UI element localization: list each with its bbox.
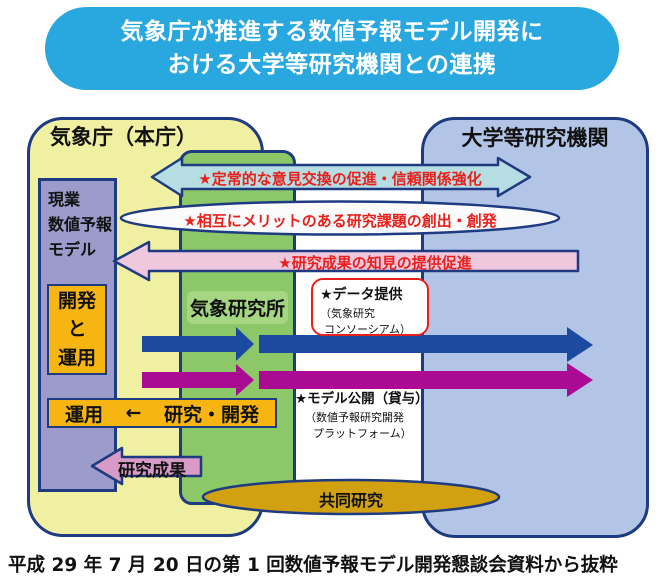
data-provision-sub-1: （気象研究 — [320, 307, 375, 320]
model-release-title: ★モデル公開（貸与） — [295, 391, 429, 407]
model-release-sub-2: プラットフォーム） — [313, 427, 412, 440]
jma-honcho-label: 気象庁（本庁） — [50, 125, 197, 149]
regular-exchange-label: ★定常的な意見交換の促進・信頼関係強化 — [198, 170, 482, 188]
knowledge-provision-arrow — [112, 240, 580, 282]
data-provision-box: ★データ提供 （気象研究 コンソーシアム） — [311, 278, 429, 336]
magenta-flow-arrow-left — [142, 364, 254, 396]
source-caption: 平成 29 年 7 月 20 日の第 1 回数値予報モデル開発懇談会資料から抜粋 — [8, 555, 618, 576]
operational-model-line-2: 数値予報 — [48, 214, 113, 234]
operational-model-line-1: 現業 — [48, 190, 81, 209]
title-line-1: 気象庁が推進する数値予報モデル開発に — [120, 18, 544, 45]
operational-model-line-3: モデル — [48, 239, 97, 259]
dev-ops-line-3: 運用 — [57, 346, 96, 369]
development-and-operation-box: 開発 と 運用 — [47, 284, 107, 375]
title-banner: 気象庁が推進する数値予報モデル開発に おける大学等研究機関との連携 — [45, 7, 619, 90]
title-line-2: おける大学等研究機関との連携 — [167, 51, 497, 78]
mutual-merit-label: ★相互にメリットのある研究課題の創出・創発 — [183, 212, 497, 230]
magenta-flow-arrow-right — [259, 363, 593, 397]
ops-label: 運用 — [65, 403, 104, 426]
mutual-merit-lens — [119, 200, 561, 236]
model-release-note: ★モデル公開（貸与） （数値予報研究開発 プラットフォーム） — [295, 387, 443, 441]
regular-exchange-arrow — [150, 156, 532, 198]
university-research-label: 大学等研究機関 — [461, 126, 609, 150]
joint-research-ellipse — [201, 478, 501, 516]
blue-flow-arrow-left — [142, 327, 254, 361]
rd-label: 研究・開発 — [163, 403, 259, 426]
met-research-institute-label: 気象研究所 — [187, 291, 288, 324]
data-provision-title: ★データ提供 — [320, 287, 403, 303]
joint-research-label: 共同研究 — [318, 491, 383, 510]
knowledge-provision-label: ★研究成果の知見の提供促進 — [278, 254, 472, 272]
dev-ops-line-2: と — [67, 318, 87, 341]
data-provision-sub-2: コンソーシアム） — [324, 323, 412, 336]
research-results-arrow — [90, 446, 203, 486]
operation-research-development-box: 運用 ← 研究・開発 — [47, 398, 277, 428]
research-results-label: 研究成果 — [118, 461, 186, 481]
left-arrow-glyph: ← — [125, 402, 142, 424]
blue-flow-arrow-right — [259, 327, 593, 362]
dev-ops-line-1: 開発 — [57, 289, 96, 312]
model-release-sub-1: （数値予報研究開発 — [305, 411, 404, 424]
